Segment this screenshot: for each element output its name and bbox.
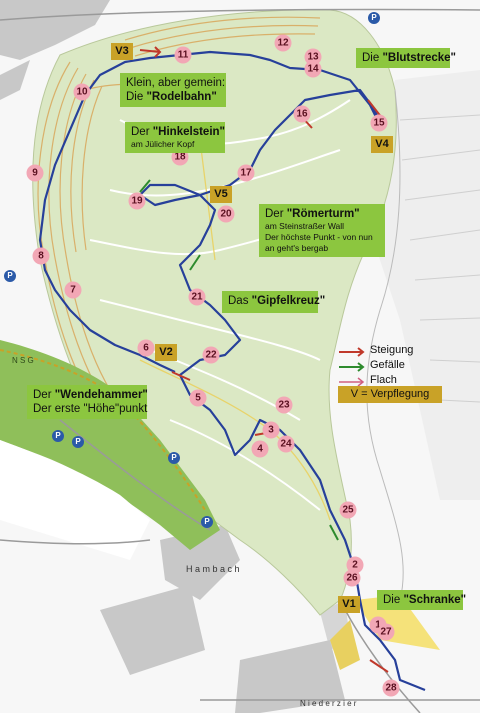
legend-uphill-label: Steigung — [370, 344, 414, 356]
supply-point-v5: V5 — [210, 186, 232, 203]
callout-schranke-name: "Schranke" — [403, 594, 467, 606]
callout-wendehammer: Der "Wendehammer" Der erste "Höhe"punkt — [27, 385, 148, 419]
legend-flat-label: Flach — [370, 374, 397, 386]
callout-roemerturm-sub3: an geht's bergab — [265, 243, 329, 253]
callout-blutstrecke-name: "Blutstrecke" — [382, 52, 456, 64]
supply-point-v2: V2 — [155, 344, 177, 361]
parking-icon: P — [4, 270, 16, 282]
parking-icon: P — [368, 12, 380, 24]
route-marker: 10 — [73, 83, 91, 101]
route-marker: 2 — [346, 556, 364, 574]
route-marker: 22 — [202, 346, 220, 364]
route-marker: 9 — [26, 164, 44, 182]
callout-roemerturm: Der "Römerturm" am Steinstraßer Wall Der… — [259, 204, 385, 257]
callout-blutstrecke-prefix: Die — [362, 52, 383, 64]
supply-point-v4: V4 — [371, 136, 393, 153]
callout-roemerturm-prefix: Der — [265, 208, 287, 220]
downhill-arrow-icon — [339, 362, 365, 372]
route-marker: 8 — [32, 247, 50, 265]
route-marker: 28 — [382, 679, 400, 697]
callout-schranke: Die "Schranke" — [377, 590, 467, 610]
place-nsg: N S G — [12, 356, 34, 365]
callout-hinkelstein-name: "Hinkelstein" — [152, 126, 225, 138]
supply-point-v1: V1 — [338, 596, 360, 613]
callout-rodelbahn-line1: Klein, aber gemein: — [126, 77, 226, 89]
callout-roemerturm-name: "Römerturm" — [286, 208, 360, 220]
callout-rodelbahn: Klein, aber gemein: Die "Rodelbahn" — [120, 73, 226, 107]
route-marker: 26 — [343, 569, 361, 587]
callout-roemerturm-sub2: Der höchste Punkt - von nun — [265, 232, 373, 242]
callout-hinkelstein-sub: am Jülicher Kopf — [131, 139, 195, 149]
callout-gipfelkreuz: Das "Gipfelkreuz" — [222, 291, 325, 313]
callout-hinkelstein: Der "Hinkelstein" am Jülicher Kopf — [125, 122, 225, 153]
route-marker: 15 — [370, 114, 388, 132]
route-marker: 20 — [217, 205, 235, 223]
route-marker: 4 — [251, 440, 269, 458]
callout-gipfelkreuz-prefix: Das — [228, 295, 252, 307]
callout-wendehammer-line2: Der erste "Höhe"punkt — [33, 403, 148, 415]
parking-icon: P — [201, 516, 213, 528]
route-marker: 25 — [339, 501, 357, 519]
route-marker: 5 — [189, 389, 207, 407]
parking-icon: P — [72, 436, 84, 448]
flat-arrow-icon — [339, 377, 365, 387]
route-marker: 21 — [188, 288, 206, 306]
place-niederzier: N i e d e r z i e r — [300, 699, 357, 708]
callout-gipfelkreuz-name: "Gipfelkreuz" — [251, 295, 326, 307]
route-marker: 16 — [293, 105, 311, 123]
route-marker: 6 — [137, 339, 155, 357]
route-marker: 23 — [275, 396, 293, 414]
callout-rodelbahn-name: "Rodelbahn" — [146, 91, 217, 103]
parking-icon: P — [168, 452, 180, 464]
route-marker: 27 — [377, 623, 395, 641]
callout-wendehammer-prefix: Der — [33, 389, 55, 401]
callout-schranke-prefix: Die — [383, 594, 404, 606]
legend-supply-label: V = Verpflegung — [338, 386, 442, 403]
supply-point-v3: V3 — [111, 43, 133, 60]
callout-wendehammer-name: "Wendehammer" — [54, 389, 148, 401]
place-hambach: H a m b a c h — [186, 564, 240, 574]
route-marker: 7 — [64, 281, 82, 299]
legend-downhill-label: Gefälle — [370, 359, 405, 371]
route-marker: 14 — [304, 60, 322, 78]
legend: Steigung Gefälle Flach V = Verpflegung — [338, 344, 442, 436]
callout-rodelbahn-line2-prefix: Die — [126, 91, 147, 103]
callout-roemerturm-sub1: am Steinstraßer Wall — [265, 221, 345, 231]
route-marker: 11 — [174, 46, 192, 64]
parking-icon: P — [52, 430, 64, 442]
uphill-arrow-icon — [339, 347, 365, 357]
route-marker: 24 — [277, 435, 295, 453]
route-marker: 12 — [274, 34, 292, 52]
route-marker: 19 — [128, 192, 146, 210]
route-marker: 3 — [262, 421, 280, 439]
callout-hinkelstein-prefix: Der — [131, 126, 153, 138]
route-marker: 17 — [237, 164, 255, 182]
callout-blutstrecke: Die "Blutstrecke" — [356, 48, 456, 68]
